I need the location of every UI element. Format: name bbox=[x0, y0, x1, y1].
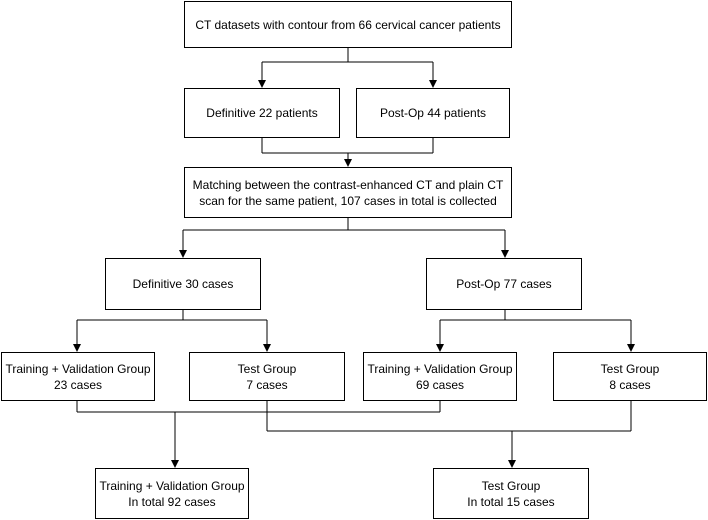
definitive-cases-box: Definitive 30 cases bbox=[105, 258, 261, 310]
total-train-count: In total 92 cases bbox=[128, 494, 216, 509]
postop-patients-box: Post-Op 44 patients bbox=[356, 88, 510, 138]
postop-patients-text: Post-Op 44 patients bbox=[379, 106, 487, 120]
definitive-patients-text: Definitive 22 patients bbox=[206, 106, 318, 120]
dataset-box: CT datasets with contour from 66 cervica… bbox=[184, 1, 512, 48]
definitive-train-count: 23 cases bbox=[53, 377, 103, 392]
definitive-test-box: Test Group 7 cases bbox=[189, 352, 345, 401]
postop-cases-box: Post-Op 77 cases bbox=[426, 258, 582, 310]
postop-test-box: Test Group 8 cases bbox=[553, 352, 707, 401]
matching-box: Matching between the contrast-enhanced C… bbox=[184, 167, 512, 218]
dataset-text: CT datasets with contour from 66 cervica… bbox=[195, 17, 501, 32]
postop-train-box: Training + Validation Group 69 cases bbox=[363, 352, 517, 401]
postop-train-title: Training + Validation Group bbox=[367, 361, 513, 376]
postop-cases-text: Post-Op 77 cases bbox=[456, 277, 552, 291]
matching-text-line-2: scan for the same patient, 107 cases in … bbox=[199, 193, 497, 208]
definitive-cases-text: Definitive 30 cases bbox=[132, 277, 234, 291]
postop-test-title: Test Group bbox=[600, 361, 660, 376]
matching-text-line-1: Matching between the contrast-enhanced C… bbox=[192, 177, 504, 192]
definitive-patients-box: Definitive 22 patients bbox=[184, 88, 340, 138]
total-train-box: Training + Validation Group In total 92 … bbox=[95, 468, 249, 519]
postop-train-count: 69 cases bbox=[415, 377, 465, 392]
definitive-train-title: Training + Validation Group bbox=[5, 361, 151, 376]
total-train-title: Training + Validation Group bbox=[99, 478, 245, 493]
definitive-test-count: 7 cases bbox=[246, 377, 288, 392]
total-test-count: In total 15 cases bbox=[467, 494, 555, 509]
definitive-test-title: Test Group bbox=[237, 361, 297, 376]
postop-test-count: 8 cases bbox=[609, 377, 651, 392]
total-test-box: Test Group In total 15 cases bbox=[433, 468, 589, 519]
definitive-train-box: Training + Validation Group 23 cases bbox=[1, 352, 155, 401]
total-test-title: Test Group bbox=[481, 478, 541, 493]
